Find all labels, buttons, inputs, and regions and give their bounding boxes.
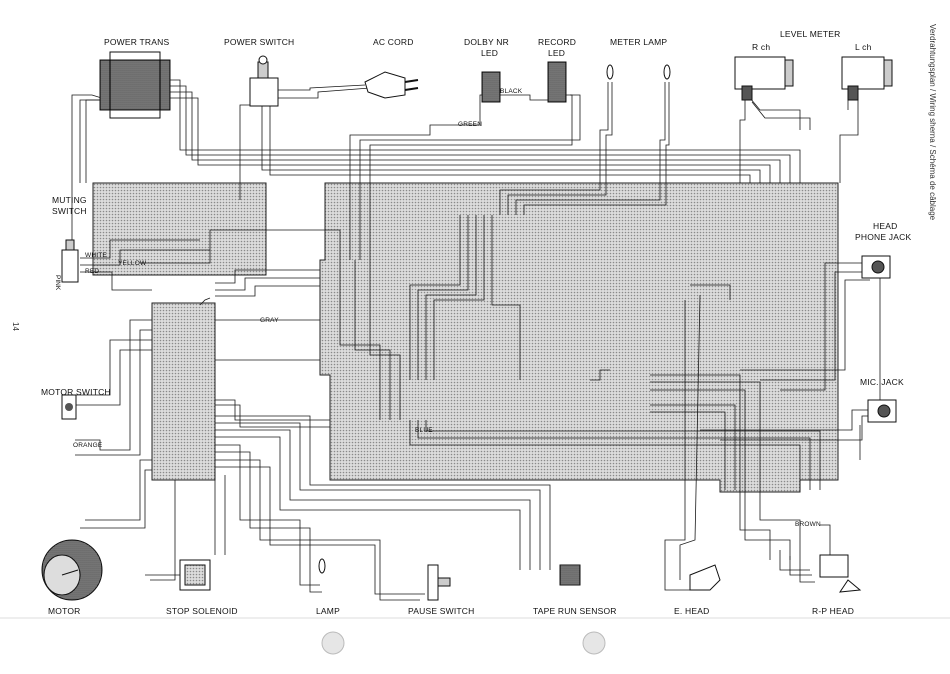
level-meter-r [734, 56, 794, 101]
meter-lamp-bulbs [606, 64, 671, 80]
page-number: 14 [11, 322, 20, 331]
label-r-ch: R ch [752, 42, 771, 52]
headphone-jack [861, 255, 891, 279]
motor-switch [61, 394, 77, 420]
wire-label-black: BLACK [500, 88, 523, 95]
wire-label-red: RED [85, 268, 100, 275]
label-l-ch: L ch [855, 42, 872, 52]
wire-harness [71, 79, 881, 601]
pause-switch [427, 564, 451, 601]
rp-head [819, 554, 862, 593]
punch-hole-left [321, 631, 345, 655]
wire-label-pink: PINK [54, 275, 61, 291]
label-muting-switch: SWITCH [52, 206, 87, 216]
label-dolby-nr: DOLBY NR [464, 37, 509, 47]
label-head: HEAD [873, 221, 898, 231]
stop-solenoid [179, 559, 211, 591]
label-ac-cord: AC CORD [373, 37, 414, 47]
label-motor-switch: MOTOR SWITCH [41, 387, 111, 397]
power-sub-board [92, 182, 267, 276]
label-power-switch: POWER SWITCH [224, 37, 295, 47]
label-e-head: E. HEAD [674, 606, 710, 616]
power-switch [249, 55, 279, 107]
dolby-nr-led [481, 71, 501, 103]
label-record: RECORD [538, 37, 577, 47]
control-sub-board [151, 302, 216, 481]
lamp-bulb [318, 558, 326, 574]
label-phone-jack: PHONE JACK [855, 232, 912, 242]
record-led [547, 61, 567, 103]
power-trans [99, 51, 171, 119]
label-pause-switch: PAUSE SWITCH [408, 606, 475, 616]
main-circuit-board [319, 182, 839, 493]
wire-label-blue: BLUE [415, 427, 433, 434]
label-rp-head: R-P HEAD [812, 606, 855, 616]
wire-label-yellow: YELLOW [118, 260, 147, 267]
punch-hole-right [582, 631, 606, 655]
wire-label-green: GREEN [458, 121, 483, 128]
label-tape-run-sensor: TAPE RUN SENSOR [533, 606, 617, 616]
label-level-meter: LEVEL METER [780, 29, 841, 39]
wire-label-orange: ORANGE [73, 442, 103, 449]
wire-label-white: WHITE [85, 252, 107, 259]
side-title: Verdrahtungsplan / Wiring sherna / Schém… [928, 24, 937, 221]
label-record-led: LED [548, 48, 566, 58]
label-meter-lamp: METER LAMP [610, 37, 668, 47]
label-stop-solenoid: STOP SOLENOID [166, 606, 238, 616]
label-motor: MOTOR [48, 606, 81, 616]
wire-label-brown: BROWN [795, 521, 821, 528]
ac-cord-plug [364, 71, 419, 99]
tape-run-sensor [559, 564, 581, 586]
e-head [689, 564, 721, 591]
mic-jack [867, 399, 897, 423]
muting-switch [61, 239, 79, 283]
label-muting: MUTING [52, 195, 87, 205]
label-dolby-led: LED [481, 48, 499, 58]
motor [41, 539, 103, 601]
wire-label-gray: GRAY [260, 317, 279, 324]
level-meter-l [841, 56, 893, 101]
label-lamp: LAMP [316, 606, 340, 616]
label-mic-jack: MIC. JACK [860, 377, 904, 387]
label-power-trans: POWER TRANS [104, 37, 170, 47]
